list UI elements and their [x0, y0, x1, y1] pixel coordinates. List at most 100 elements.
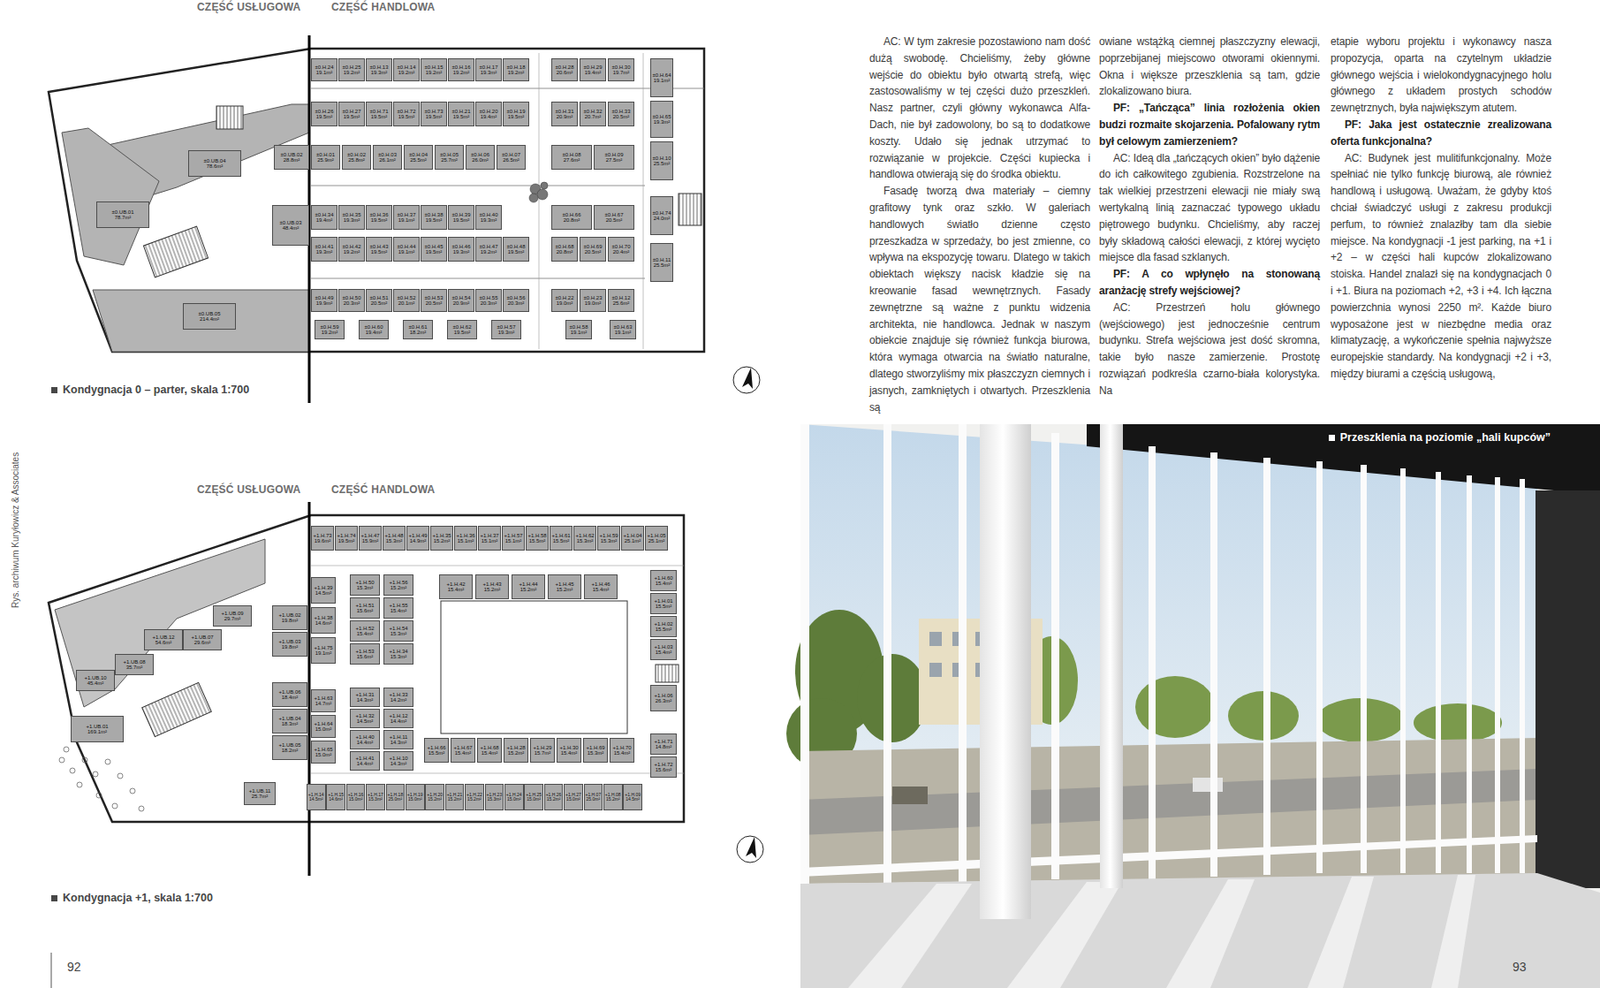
room-number: +1.H.75 [313, 644, 333, 651]
room-box: ±0.H.5220.1m² [393, 288, 420, 312]
room-number: ±0.H.59 [320, 324, 340, 330]
room-box: +1.H.4215.4m² [439, 574, 473, 600]
room-area: 15.3m² [576, 538, 594, 544]
room-box: +1.UB.0929.7m² [212, 605, 252, 627]
room-area: 19.2m² [453, 69, 471, 76]
room-area: 29.6m² [194, 639, 212, 645]
room-area: 15.9m² [362, 538, 380, 544]
room-box: ±0.H.0425.5m² [403, 144, 433, 170]
room-number: +1.UB.07 [190, 634, 213, 640]
room-box: ±0.H.0726.5m² [496, 144, 526, 170]
room-number: ±0.H.42 [342, 243, 362, 250]
room-box: ±0.UB.05214.4m² [182, 303, 236, 330]
room-box: ±0.H.2919.4m² [579, 58, 607, 82]
room-area: 15.3m² [587, 750, 605, 756]
room-box: +1.H.1114.3m² [383, 729, 414, 750]
room-box: +1.H.2615.2m² [544, 783, 564, 811]
room-box: +1.H.3615.1m² [454, 525, 478, 551]
room-box: ±0.H.0626.0m² [465, 144, 495, 170]
room-area: 25.7m² [251, 793, 269, 799]
room-number: +1.UB.01 [85, 723, 108, 729]
text-column: owiane wstążką ciemnej płaszczyzny elewa… [1099, 33, 1320, 400]
room-number: +1.UB.05 [278, 742, 301, 748]
room-box: ±0.H.5620.3m² [502, 288, 530, 312]
room-area: 19.1m² [614, 329, 632, 335]
room-box: +1.UB.0835.7m² [114, 653, 154, 675]
room-box: ±0.H.3519.3m² [338, 204, 365, 230]
room-area: 27.6m² [563, 157, 581, 163]
room-number: ±0.H.38 [424, 212, 444, 218]
room-box: +1.H.5515.4m² [383, 597, 414, 619]
room-number: +1.H.51 [355, 602, 374, 608]
room-number: ±0.H.25 [342, 64, 362, 70]
room-number: +1.H.52 [355, 625, 374, 631]
room-area: 19.0m² [584, 300, 602, 306]
room-area: 15.3m² [356, 584, 374, 591]
room-area: 15.2m² [508, 750, 525, 756]
room-number: +1.H.12 [388, 712, 408, 719]
room-number: ±0.H.37 [397, 212, 417, 218]
room-area: 19.0m² [556, 300, 574, 306]
room-number: ±0.H.07 [501, 151, 521, 158]
room-box: +1.H.0914.5m² [622, 783, 643, 811]
room-area: 19.5m² [343, 113, 361, 120]
room-area: 15.1m² [505, 538, 523, 544]
room-number: +1.H.62 [575, 532, 594, 539]
room-number: ±0.UB.02 [280, 151, 304, 158]
room-number: ±0.H.31 [555, 108, 575, 114]
room-area: 15.2m² [447, 796, 463, 802]
room-area: 15.0m² [315, 751, 333, 758]
room-number: ±0.H.53 [424, 295, 444, 301]
room-number: ±0.H.06 [470, 151, 490, 158]
room-area: 15.0m² [348, 796, 364, 802]
room-box: ±0.H.0125.9m² [310, 144, 341, 170]
room-area: 19.2m² [321, 329, 339, 335]
room-area: 14.3m² [390, 760, 408, 766]
room-area: 14.5m² [315, 590, 333, 596]
room-box: ±0.H.0225.8m² [341, 144, 372, 170]
room-number: +1.H.41 [355, 755, 374, 761]
room-box: +1.UB.0319.8m² [272, 631, 308, 657]
room-number: +1.H.69 [585, 744, 605, 751]
room-area: 20.5m² [371, 300, 388, 306]
room-area: 26.3m² [655, 697, 673, 704]
room-box: ±0.H.5420.9m² [447, 288, 475, 312]
credit: Rys. archiwum Kuryłowicz & Associates [10, 452, 21, 608]
room-number: ±0.H.40 [479, 212, 499, 218]
room-box: +1.H.4715.9m² [358, 525, 382, 551]
room-box: +1.H.4014.4m² [349, 729, 380, 750]
room-box: ±0.H.5020.3m² [338, 288, 365, 312]
room-area: 18.4m² [281, 694, 299, 700]
room-area: 15.4m² [447, 586, 465, 592]
room-number: ±0.H.63 [614, 324, 633, 330]
room-area: 19.3m² [371, 69, 388, 76]
room-area: 20.1m² [398, 300, 416, 306]
room-number: +1.H.02 [653, 621, 673, 627]
room-number: ±0.H.57 [497, 324, 516, 330]
room-box: +1.UB.1254.6m² [144, 629, 183, 651]
room-box: +1.H.3015.4m² [556, 737, 582, 763]
room-area: 14.6m² [328, 796, 343, 802]
room-area: 25.1m² [624, 538, 642, 544]
room-box: ±0.UB.0178.7m² [96, 201, 150, 228]
room-area: 15.4m² [390, 607, 408, 614]
room-area: 14.3m² [390, 739, 408, 745]
room-area: 15.5m² [529, 538, 546, 544]
room-number: +1.H.49 [408, 532, 427, 539]
room-number: +1.H.38 [313, 614, 333, 621]
room-box: ±0.H.1719.3m² [475, 58, 502, 82]
room-box: ±0.H.5520.3m² [475, 288, 502, 312]
room-area: 14.8m² [655, 743, 673, 750]
room-number: ±0.H.03 [378, 151, 397, 158]
room-number: ±0.H.09 [605, 151, 624, 158]
room-area: 19.1m² [398, 217, 416, 223]
room-number: ±0.H.16 [452, 64, 471, 70]
room-box: ±0.H.0927.5m² [593, 144, 635, 170]
room-area: 25.5m² [653, 262, 671, 268]
room-number: +1.H.50 [355, 579, 374, 585]
room-box: ±0.H.4319.5m² [365, 236, 393, 262]
room-box: ±0.H.2719.5m² [338, 101, 365, 127]
room-number: ±0.H.62 [453, 324, 472, 330]
room-number: +1.H.35 [432, 532, 451, 539]
paragraph: Fasadę tworzą dwa materiały – ciemny gra… [869, 182, 1091, 416]
